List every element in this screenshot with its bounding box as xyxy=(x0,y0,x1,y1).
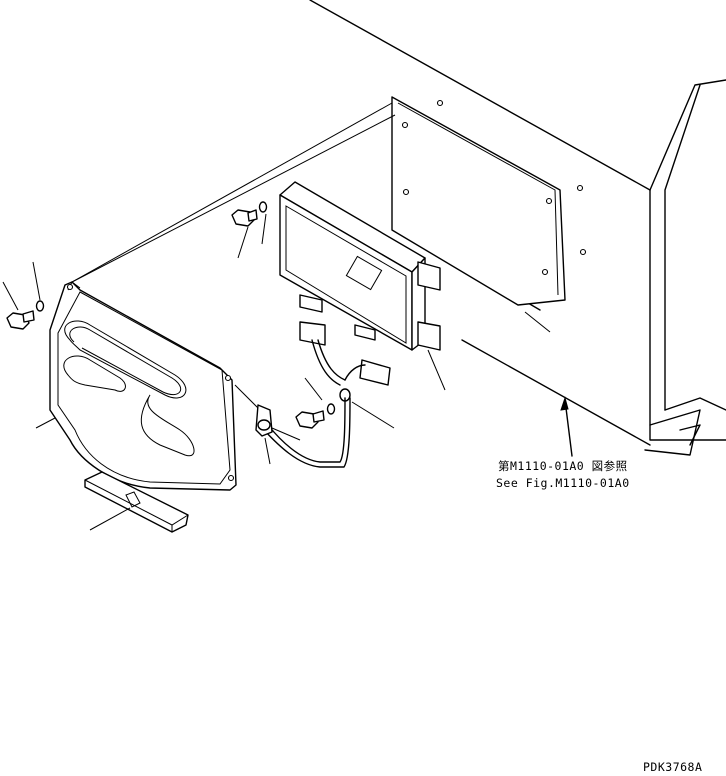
leader-lines xyxy=(2,213,551,531)
wire-harness xyxy=(255,321,391,468)
mounting-plate xyxy=(391,96,587,306)
controller-box xyxy=(279,181,441,351)
drawing-id: PDK3768A xyxy=(643,760,703,774)
bolt-left xyxy=(6,300,45,330)
reference-label-jp: 第M1110-01A0 図参照 xyxy=(498,459,628,473)
reference-arrow xyxy=(560,396,573,457)
bolt-harness xyxy=(295,403,336,429)
cover-panel xyxy=(49,281,237,491)
rubber-strip xyxy=(84,471,189,533)
bolt-upper xyxy=(231,201,268,227)
reference-label-en: See Fig.M1110-01A0 xyxy=(496,476,630,490)
alignment-lines xyxy=(71,102,396,441)
